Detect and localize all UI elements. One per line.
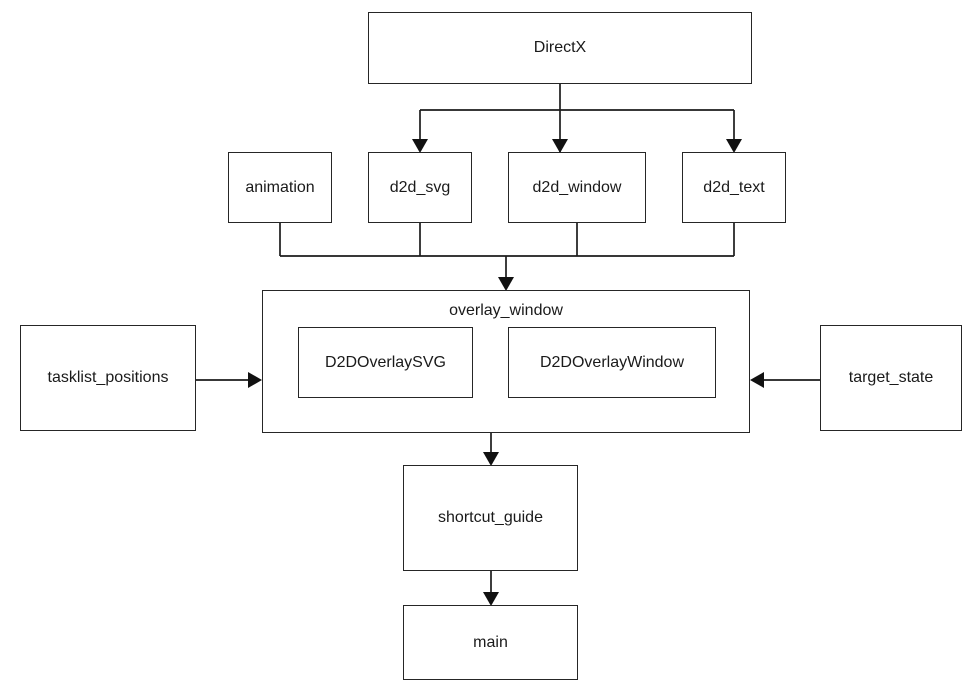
edge-shortcut-to-main (483, 571, 499, 606)
edge-tasklist-to-overlay (196, 372, 262, 388)
node-target-state-label: target_state (848, 369, 934, 387)
node-directx[interactable]: DirectX (368, 12, 752, 84)
arrowhead-d2d_svg (412, 139, 428, 153)
arrowhead-d2d_text (726, 139, 742, 153)
edge-directx-fanout (412, 84, 742, 153)
arrowhead-main (483, 592, 499, 606)
node-animation-label: animation (245, 178, 315, 196)
node-d2d-overlay-window-label: D2DOverlayWindow (539, 353, 685, 371)
node-directx-label: DirectX (533, 39, 587, 57)
arrowhead-overlay_window-top (498, 277, 514, 291)
node-d2d-window-label: d2d_window (532, 178, 622, 196)
node-tasklist-positions[interactable]: tasklist_positions (20, 325, 196, 431)
node-tasklist-positions-label: tasklist_positions (47, 369, 169, 387)
node-target-state[interactable]: target_state (820, 325, 962, 431)
node-main-label: main (473, 633, 508, 651)
node-d2d-overlay-svg[interactable]: D2DOverlaySVG (298, 327, 473, 398)
node-main[interactable]: main (403, 605, 578, 680)
node-shortcut-guide[interactable]: shortcut_guide (403, 465, 578, 571)
node-d2d-svg[interactable]: d2d_svg (368, 152, 472, 223)
node-animation[interactable]: animation (228, 152, 332, 223)
node-d2d-overlay-svg-label: D2DOverlaySVG (325, 353, 446, 371)
node-d2d-svg-label: d2d_svg (389, 178, 451, 196)
edge-row2-merge (279, 223, 735, 291)
arrowhead-d2d_window (552, 139, 568, 153)
node-shortcut-guide-label: shortcut_guide (438, 509, 543, 527)
arrowhead-overlay_window-left (248, 372, 262, 388)
node-d2d-text-label: d2d_text (703, 178, 765, 196)
node-d2d-overlay-window[interactable]: D2DOverlayWindow (508, 327, 716, 398)
node-d2d-window[interactable]: d2d_window (508, 152, 646, 223)
node-d2d-text[interactable]: d2d_text (682, 152, 786, 223)
edge-target-to-overlay (750, 372, 820, 388)
node-overlay-window-label: overlay_window (449, 302, 563, 319)
arrowhead-shortcut_guide (483, 452, 499, 466)
edge-overlay-to-shortcut (483, 433, 499, 466)
arrowhead-overlay_window-right (750, 372, 764, 388)
